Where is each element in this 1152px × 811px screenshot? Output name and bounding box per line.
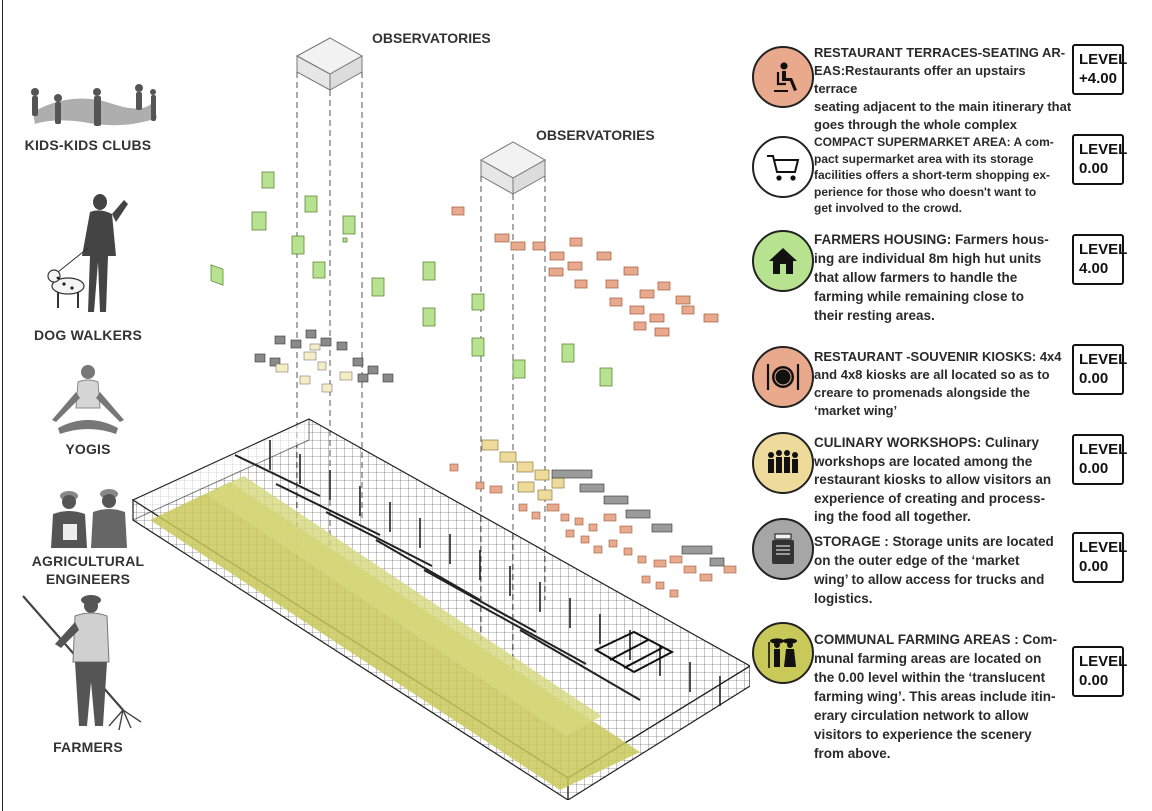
user-group-agricultural-engineers: AGRICULTURAL ENGINEERS (0, 486, 176, 588)
kids-figures (13, 78, 174, 136)
user-label: YOGIS (65, 441, 111, 457)
program-description: RESTAURANT -SOUVENIR KIOSKS: 4x4 and 4x8… (814, 349, 1062, 418)
page-left-border (2, 0, 3, 811)
level-badge: LEVEL+4.00 (1072, 44, 1127, 95)
storage-cluster-right (551, 469, 725, 567)
program-description: RESTAURANT TERRACES-SEATING AR- EAS:Rest… (814, 45, 1072, 132)
house-icon (752, 230, 814, 292)
user-group-farmers: FARMERS (0, 592, 176, 756)
seat-icon (752, 46, 814, 108)
program-description: FARMERS HOUSING: Farmers hous- ing are i… (814, 232, 1049, 323)
plate-cutlery-icon (752, 346, 814, 408)
farmer-figure (13, 592, 163, 732)
observatory-2 (479, 141, 547, 680)
user-label: FARMERS (53, 739, 123, 755)
storage-jar-icon (752, 518, 814, 580)
axonometric-plan (131, 37, 750, 800)
group-people-icon (752, 432, 814, 494)
program-description: CULINARY WORKSHOPS: Culinary workshops a… (814, 435, 1052, 524)
user-group-dog-walkers: DOG WALKERS (0, 192, 176, 344)
dog-walker-figure (28, 192, 148, 322)
user-group-kids: KIDS-KIDS CLUBS (0, 78, 176, 154)
observatory-label-1: OBSERVATORIES (372, 30, 491, 46)
user-label: DOG WALKERS (34, 327, 142, 343)
program-description: COMMUNAL FARMING AREAS : Com- munal farm… (814, 632, 1057, 761)
observatory-label-2: OBSERVATORIES (536, 127, 655, 143)
farmers-housing-units (210, 171, 613, 387)
restaurant-kiosks (449, 463, 737, 598)
workshop-cluster-upper (275, 343, 353, 393)
storage-cluster-upper (254, 329, 394, 383)
yoga-figure (28, 362, 148, 436)
user-label-line2: ENGINEERS (45, 571, 131, 587)
user-group-yogis: YOGIS (0, 362, 176, 458)
program-description: STORAGE : Storage units are located on t… (814, 534, 1054, 606)
user-label: KIDS-KIDS CLUBS (24, 137, 152, 153)
user-label-line1: AGRICULTURAL (31, 553, 145, 569)
farmers-couple-icon (752, 622, 814, 684)
culinary-workshops (481, 439, 565, 501)
farming-wing-building (131, 418, 750, 800)
restaurant-terraces (451, 206, 719, 337)
engineers-figures (33, 486, 143, 548)
program-description: COMPACT SUPERMARKET AREA: A com- pact su… (814, 135, 1054, 215)
cart-icon (752, 136, 814, 198)
